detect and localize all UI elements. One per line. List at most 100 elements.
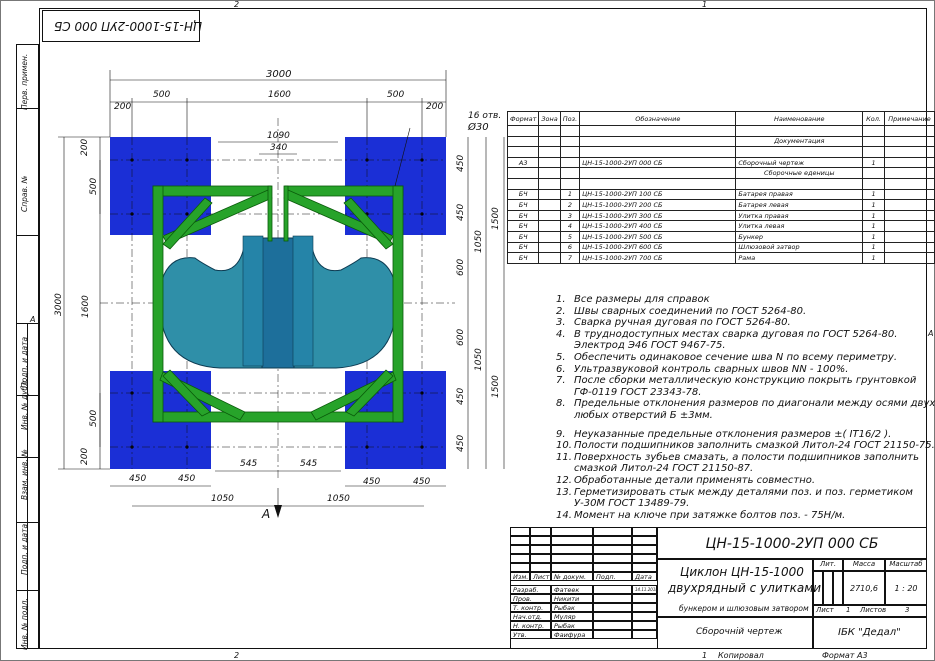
note-text: У-30М ГОСТ 13489-79. [574, 498, 690, 510]
spec-cell: 1 [862, 156, 886, 169]
tb-grid-cell [632, 545, 657, 554]
dim-500-left: 500 [153, 90, 171, 100]
spec-cell [538, 125, 561, 137]
tb-grid-cell [593, 563, 632, 572]
tb-grid-cell [530, 527, 551, 536]
tb-sheets-num: 3 [905, 606, 910, 614]
spec-cell [538, 252, 561, 264]
tb-grid-cell [551, 563, 593, 572]
note-number: 8. [556, 398, 566, 410]
spec-cell [538, 167, 561, 179]
tb-title-line1: Циклон ЦН-15-1000 [680, 565, 804, 579]
spec-cell: Поз. [559, 111, 581, 126]
spec-cell [884, 188, 935, 201]
spec-cell: Батарея правая [735, 188, 864, 201]
spec-section-units: Сборочные еденицы [506, 167, 935, 179]
note-line: 11.Поверхность зубьев смазать, а полости… [556, 452, 935, 464]
spec-cell: ЦН-15-1000-2УП 600 СБ [579, 241, 737, 254]
tb-grid-cell [593, 554, 632, 563]
tb-grid-cell [593, 527, 632, 536]
spec-cell [884, 220, 935, 232]
spec-cell: 1 [862, 252, 886, 264]
dim-right-450-b: 450 [456, 203, 466, 221]
spec-cell: 1 [862, 199, 886, 211]
spec-cell: ЦН-15-1000-2УП 500 СБ [579, 230, 737, 243]
tb-lit-label: Лит. [813, 559, 843, 571]
spec-cell: ЦН-15-1000-2УП 000 СБ [579, 156, 737, 169]
note-text: Обработанные детали применять совместно. [574, 474, 816, 486]
tb-sheet-num: 1 [846, 606, 851, 614]
note-text: смазкой Литол-24 ГОСТ 21150-87. [574, 463, 754, 475]
dim-bottom-1050-b: 1050 [327, 494, 350, 504]
spec-cell [538, 156, 561, 169]
note-line: У-30М ГОСТ 13489-79. [556, 498, 935, 510]
spec-cell [538, 209, 561, 222]
zone-bottom-left: 2 [234, 651, 240, 660]
spec-cell: 1 [862, 188, 886, 201]
dim-right-1050-b: 1050 [474, 348, 484, 371]
spec-cell: 7 [559, 252, 581, 264]
spec-cell [538, 177, 561, 190]
note-line: 2.Швы сварных соединений по ГОСТ 5264-80… [556, 306, 935, 318]
spec-cell [862, 167, 886, 179]
tb-grid-cell [593, 585, 632, 594]
mirrored-designation: ЦН-15-1000-2УП 000 СБ [54, 19, 203, 33]
spec-cell: Рама [735, 252, 864, 264]
spec-cell [884, 156, 935, 169]
spec-cell [579, 135, 737, 148]
spec-cell: 1 [862, 220, 886, 232]
zone-side-left: A [30, 315, 36, 324]
support-frame [152, 185, 404, 423]
spec-cell: 5 [559, 230, 581, 243]
section-arrow [274, 505, 282, 518]
dim-bottom-1050-a: 1050 [211, 494, 234, 504]
note-number: 4. [556, 328, 566, 340]
spec-cell: Наименование [735, 111, 864, 126]
note-line: 14.Момент на ключе при затяжке болтов по… [556, 510, 935, 522]
note-number: 10. [556, 440, 572, 452]
section-label: A [262, 507, 271, 521]
spec-cell [884, 241, 935, 254]
dim-left-500-top: 500 [89, 177, 99, 195]
tb-title-line2: двухрядный с улитками [668, 581, 822, 595]
spec-cell: ЦН-15-1000-2УП 400 СБ [579, 220, 737, 232]
note-line: 6.Ультразвуковой контроль сварных швов N… [556, 364, 935, 376]
spec-cell [538, 241, 561, 254]
tb-lit-2 [823, 571, 833, 605]
dim-bottom-545-a: 545 [240, 459, 258, 469]
spec-cell [579, 177, 737, 190]
dim-overall-width: 3000 [266, 69, 292, 80]
tb-grid-cell: Разраб. [510, 585, 551, 594]
margin-inner-divider [27, 323, 28, 649]
spec-cell: БЧ [506, 209, 540, 222]
note-number: 6. [556, 363, 566, 375]
spec-cell: 6 [559, 241, 581, 254]
spec-cell [579, 167, 737, 179]
tb-grid-cell: Пров. [510, 594, 551, 603]
tb-doctype [657, 617, 813, 649]
spec-cell: 3 [559, 209, 581, 222]
spec-cell [884, 125, 935, 137]
spec-cell: Примечание [884, 111, 935, 126]
tb-grid-cell [593, 545, 632, 554]
tb-sheet-row [813, 605, 927, 617]
spec-cell [735, 146, 864, 158]
note-text: Сварка ручная дуговая по ГОСТ 5264-80. [574, 317, 791, 329]
spec-cell: БЧ [506, 252, 540, 264]
spec-cell: ЦН-15-1000-2УП 200 СБ [579, 199, 737, 211]
spec-cell [884, 177, 935, 190]
dim-1600: 1600 [268, 90, 291, 100]
tb-grid-cell [593, 536, 632, 545]
note-line: 9.Неуказанные предельные отклонения разм… [556, 429, 935, 441]
tb-grid-cell [510, 563, 530, 572]
tb-grid-cell [632, 621, 657, 630]
tb-grid-cell [530, 536, 551, 545]
tb-grid-cell: Дата [632, 572, 657, 581]
spec-cell: БЧ [506, 230, 540, 243]
note-line: 5.Обеспечить одинаковое сечение шва N по… [556, 352, 935, 364]
